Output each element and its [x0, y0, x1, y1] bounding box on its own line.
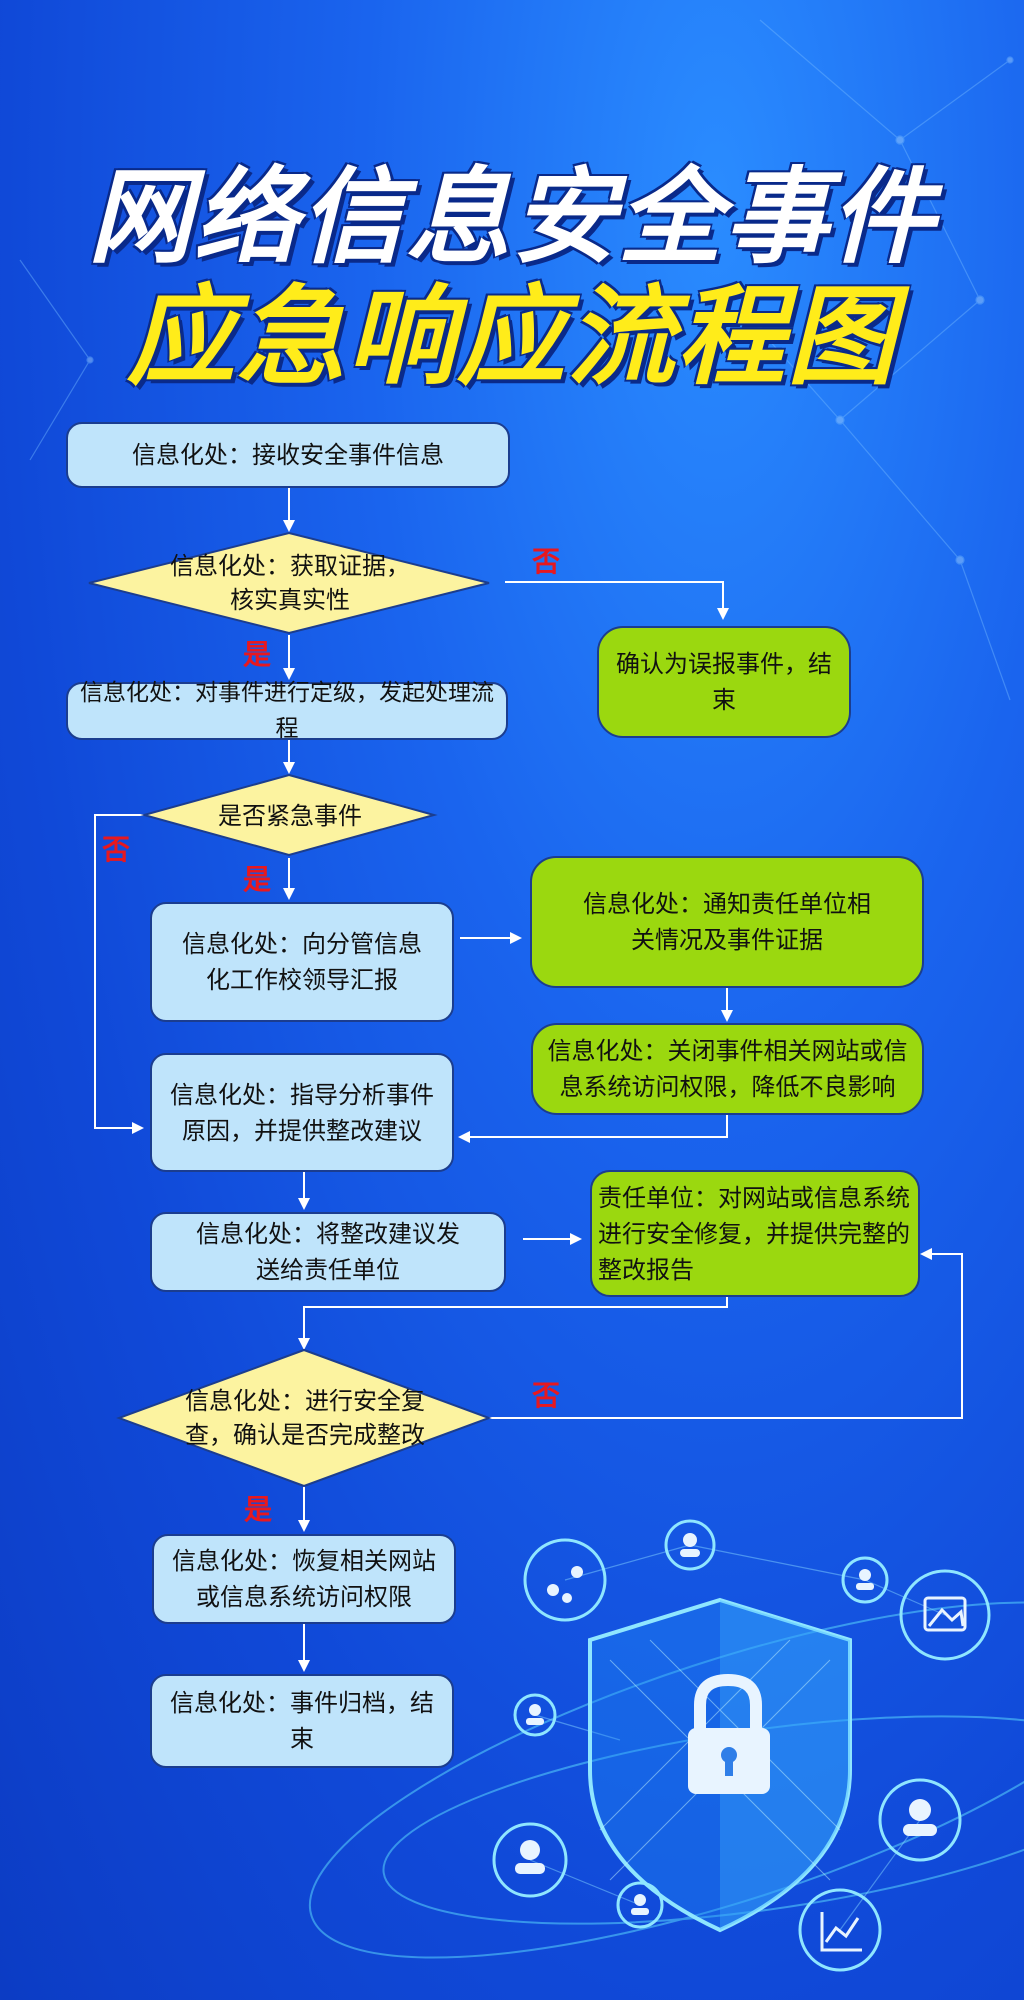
- step-close-access: 信息化处：关闭事件相关网站或信息系统访问权限，降低不良影响: [531, 1023, 924, 1115]
- step-notify-unit: 信息化处：通知责任单位相关情况及事件证据: [530, 856, 924, 988]
- connector-close-step4: [458, 1115, 728, 1143]
- decision-recheck-text: 信息化处：进行安全复查，确认是否完成整改: [185, 1387, 425, 1449]
- decision-verify-evidence: [88, 531, 490, 635]
- decision-urgent-text: 是否紧急事件: [218, 802, 362, 830]
- step-grade-event: 信息化处：对事件进行定级，发起处理流程: [66, 680, 508, 742]
- padlock-icon: [688, 1673, 770, 1794]
- connector-decision3-no: [489, 1248, 963, 1419]
- chart-icon: [820, 1912, 862, 1952]
- label-no-decision2: 否: [102, 833, 131, 866]
- title-line-1: 网络信息安全事件: [87, 156, 936, 278]
- decision-verify-evidence-text: 信息化处：获取证据，核实真实性: [170, 552, 410, 614]
- step-receive-info: 信息化处：接收安全事件信息: [66, 422, 510, 488]
- image-icon: [923, 1596, 967, 1632]
- step-report-leader: 信息化处：向分管信息化工作校领导汇报: [150, 902, 454, 1022]
- step-unit-repair: 责任单位：对网站或信息系统进行安全修复，并提供完整的整改报告: [590, 1170, 920, 1297]
- title-line-2: 应急响应流程图: [126, 275, 897, 400]
- network-icon: [547, 1566, 583, 1603]
- user-icon: [903, 1799, 937, 1836]
- decision-recheck: [116, 1348, 492, 1488]
- label-yes-decision1: 是: [243, 638, 272, 671]
- decision-urgent: [140, 773, 438, 857]
- connector-decision1-no: [505, 581, 729, 620]
- user-icon: [856, 1569, 874, 1590]
- step-send-advice: 信息化处：将整改建议发送给责任单位: [150, 1212, 506, 1292]
- user-icon: [526, 1704, 544, 1725]
- label-yes-decision3: 是: [244, 1493, 273, 1526]
- user-icon: [680, 1533, 700, 1557]
- label-no-decision3: 否: [532, 1379, 561, 1412]
- connector-decision2-no: [94, 814, 144, 1134]
- label-no-decision1: 否: [532, 545, 561, 578]
- step-guide-analysis: 信息化处：指导分析事件原因，并提供整改建议: [150, 1053, 454, 1172]
- network-icon-ring: [523, 1538, 607, 1622]
- step-false-alarm-end: 确认为误报事件，结束: [597, 626, 851, 738]
- user-icon: [515, 1840, 545, 1874]
- user-icon: [631, 1894, 649, 1915]
- label-yes-decision2: 是: [243, 863, 272, 896]
- step-restore-access: 信息化处：恢复相关网站或信息系统访问权限: [152, 1534, 456, 1624]
- connector-repair-decision3: [298, 1297, 728, 1350]
- step-archive-end: 信息化处：事件归档，结束: [150, 1674, 454, 1768]
